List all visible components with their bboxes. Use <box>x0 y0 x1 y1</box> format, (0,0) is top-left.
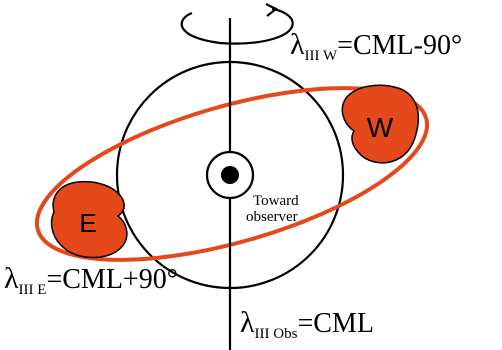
toward-label-2: observer <box>246 209 298 225</box>
w-blob <box>341 84 420 164</box>
eq-east: =CML+90° <box>46 264 178 295</box>
label-west: λIII W=CML-90° <box>290 28 463 64</box>
lambda-west: λ <box>290 28 305 61</box>
e-blob <box>50 180 128 259</box>
observer-dot <box>221 166 239 184</box>
rotation-arrow-icon <box>180 7 294 45</box>
w-blob-label: W <box>367 112 394 143</box>
lambda-obs: λ <box>240 306 255 339</box>
eq-west: =CML-90° <box>337 30 463 61</box>
orbit-ellipse <box>34 86 430 262</box>
toward-label-1: Toward <box>253 193 299 209</box>
label-east: λIII E=CML+90° <box>4 262 178 298</box>
sub-east: III E <box>18 282 47 298</box>
sub-west: III W <box>304 48 338 64</box>
e-blob-label: E <box>79 208 96 238</box>
label-obs: λIII Obs=CML <box>240 306 374 342</box>
eq-obs: =CML <box>297 308 374 339</box>
lambda-east: λ <box>4 262 19 295</box>
rotation-arrowhead-icon <box>265 3 279 17</box>
sub-obs: III Obs <box>254 326 298 342</box>
